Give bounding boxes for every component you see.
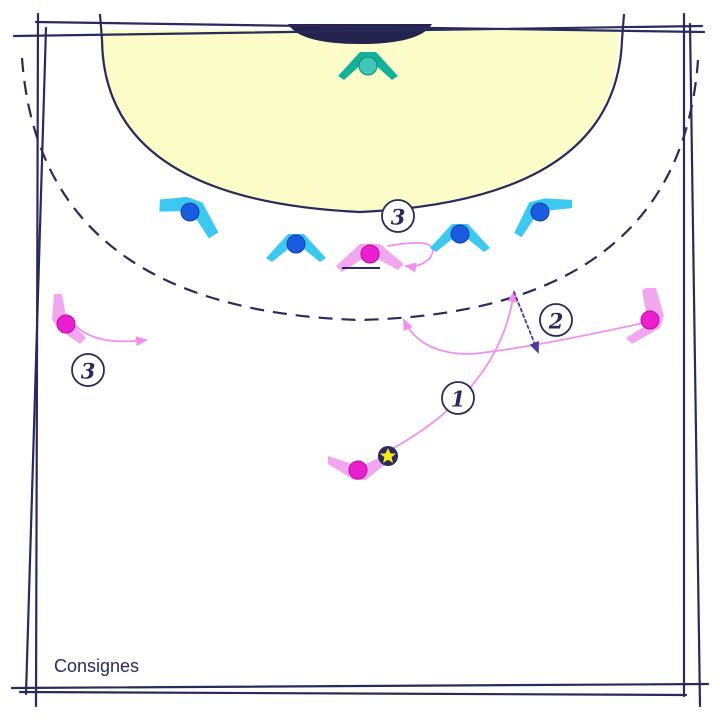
ball xyxy=(378,446,398,466)
step-marker: 1 xyxy=(441,381,475,415)
attacker-right xyxy=(626,288,664,344)
court-boundary xyxy=(10,12,710,708)
step-label: 1 xyxy=(451,387,466,412)
step-label: 3 xyxy=(81,359,96,384)
right-wing-cross-arrow xyxy=(403,318,649,355)
goal-area-line xyxy=(98,13,626,214)
attacker-run-arrow xyxy=(389,290,518,451)
attacker-head xyxy=(360,244,380,264)
goalkeeper-head xyxy=(358,56,378,76)
step-marker: 2 xyxy=(539,303,573,337)
defender-head xyxy=(530,202,550,222)
defender xyxy=(430,224,490,252)
step-label: 2 xyxy=(548,309,564,334)
defender-head xyxy=(450,224,470,244)
defender-icon xyxy=(159,197,219,239)
attacker-head xyxy=(348,460,368,480)
attackers xyxy=(52,244,664,480)
defender xyxy=(514,198,573,238)
defender-icon xyxy=(514,198,573,238)
step-marker: 3 xyxy=(71,353,105,387)
attacker-with-ball xyxy=(328,454,388,480)
free-throw-line xyxy=(20,57,700,322)
attacker-left xyxy=(52,294,86,344)
defender xyxy=(159,197,219,239)
defender xyxy=(266,234,326,262)
step-marker: 3 xyxy=(381,199,415,233)
attacker-icon xyxy=(626,288,664,344)
defenders xyxy=(159,197,573,262)
goal xyxy=(288,24,432,44)
attacker-icon xyxy=(52,294,86,344)
pass-arrow xyxy=(513,291,539,354)
legend-label: Consignes xyxy=(54,656,139,676)
pivot-roll-arrow xyxy=(387,241,434,273)
attacker-head xyxy=(56,314,76,334)
defender-head xyxy=(180,202,200,222)
left-wing-cut-arrow xyxy=(75,325,148,347)
goalkeeper xyxy=(338,52,398,80)
movement-arrows xyxy=(75,241,649,451)
defender-head xyxy=(286,234,306,254)
attacker-pivot xyxy=(336,244,404,272)
step-label: 3 xyxy=(391,205,406,230)
goal-area-fill xyxy=(102,30,618,212)
attacker-head xyxy=(640,310,660,330)
